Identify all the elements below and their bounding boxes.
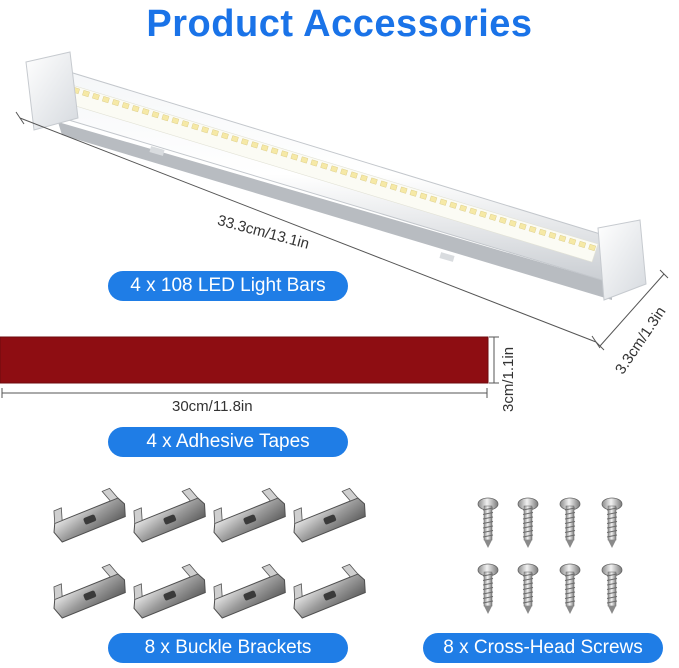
buckle-bracket (53, 563, 126, 619)
cross-head-screw (517, 563, 539, 614)
buckle-brackets-group (53, 487, 366, 619)
buckle-bracket (213, 563, 286, 619)
label-buckle-brackets: 8 x Buckle Brackets (108, 633, 348, 663)
buckle-bracket (213, 487, 286, 543)
label-adhesive-tapes: 4 x Adhesive Tapes (108, 427, 348, 457)
bar-height-dimension-line (595, 269, 669, 351)
buckle-bracket (53, 487, 126, 543)
cross-head-screw (601, 497, 623, 548)
cross-head-screw (477, 563, 499, 614)
tape-height-dimension-line (489, 336, 499, 384)
led-light-bar (25, 51, 647, 301)
tape-height-label: 3cm/1.1in (500, 346, 517, 412)
cross-head-screw (601, 563, 623, 614)
tape-length-label: 30cm/11.8in (172, 398, 253, 415)
tape-length-dimension-line (1, 388, 488, 398)
cross-head-screw (559, 563, 581, 614)
label-light-bars: 4 x 108 LED Light Bars (108, 271, 348, 301)
buckle-bracket (293, 563, 366, 619)
buckle-bracket (133, 563, 206, 619)
cross-head-screw (559, 497, 581, 548)
page-title: Product Accessories (146, 3, 533, 45)
buckle-bracket (293, 487, 366, 543)
cross-head-screw (517, 497, 539, 548)
adhesive-tape (0, 337, 488, 383)
buckle-bracket (133, 487, 206, 543)
label-screws: 8 x Cross-Head Screws (423, 633, 663, 663)
screws-group (477, 497, 623, 614)
cross-head-screw (477, 497, 499, 548)
